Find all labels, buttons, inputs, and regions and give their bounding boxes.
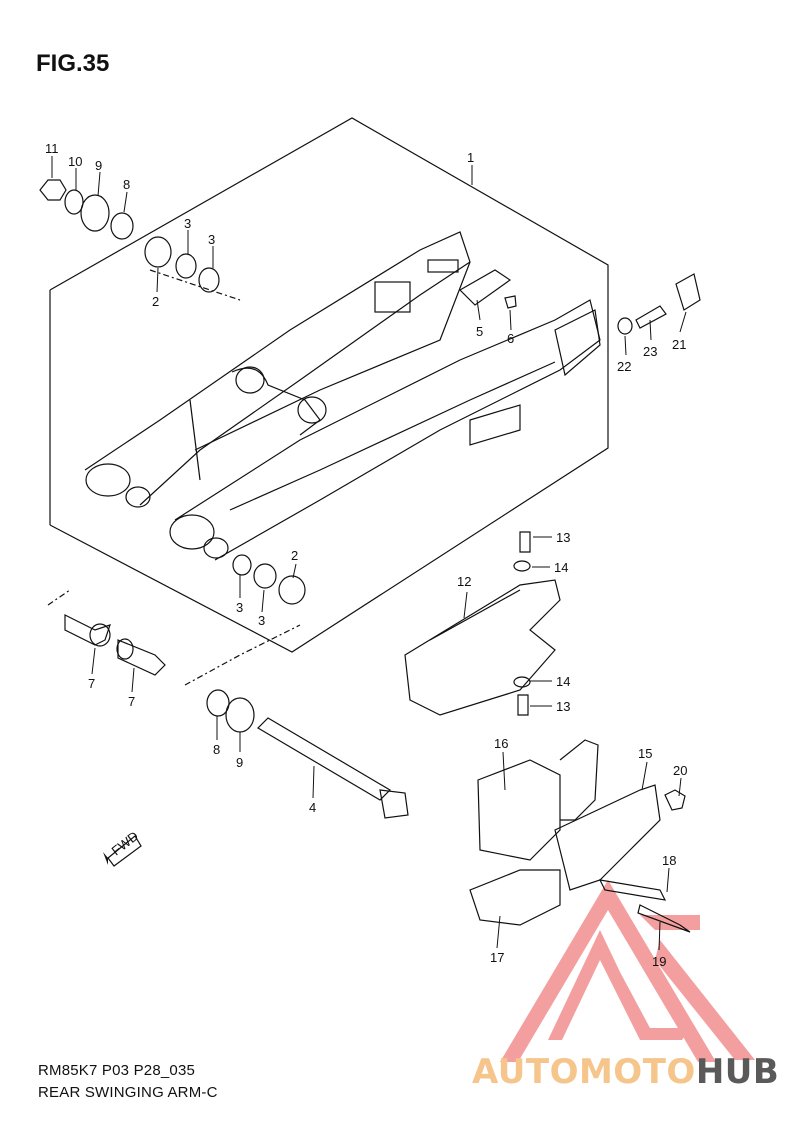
fwd-arrow-icon: FWD [103, 828, 142, 867]
callout-12: 12 [457, 574, 471, 589]
callout-16: 16 [494, 736, 508, 751]
callout-15: 15 [638, 746, 652, 761]
callout-13: 13 [556, 699, 570, 714]
callout-19: 19 [652, 954, 666, 969]
callout-5: 6 [507, 331, 514, 346]
callout-2: 2 [152, 294, 159, 309]
callout-8: 8 [213, 742, 220, 757]
callout-7: 7 [88, 676, 95, 691]
callout-1: 1 [467, 150, 474, 165]
callout-8: 8 [123, 177, 130, 192]
watermark-text: AUTOMOTOHUB [472, 1052, 779, 1092]
callout-21: 21 [672, 337, 686, 352]
callout-10: 10 [68, 154, 82, 169]
figure-title: FIG.35 [36, 50, 110, 77]
callout-14: 14 [554, 560, 568, 575]
watermark-logo [500, 880, 755, 1062]
callout-2: 2 [291, 548, 298, 563]
callout-17: 17 [490, 950, 504, 965]
callout-9: 9 [236, 755, 243, 770]
watermark-part2: HUB [695, 1052, 780, 1092]
callout-20: 20 [673, 763, 687, 778]
watermark-part1: AUTOMOTO [472, 1052, 696, 1092]
callout-11: 11 [45, 141, 59, 156]
callout-3: 3 [184, 216, 191, 231]
callout-4: 5 [476, 324, 483, 339]
callout-22: 22 [617, 359, 631, 374]
callout-23: 23 [643, 344, 657, 359]
leader-lines [51, 156, 687, 951]
callout-3: 3 [258, 613, 265, 628]
line-art [39, 117, 701, 933]
callout-3: 3 [236, 600, 243, 615]
callout-7: 7 [128, 694, 135, 709]
callout-6: 4 [309, 800, 316, 815]
callout-18: 18 [662, 853, 676, 868]
callout-9: 9 [95, 158, 102, 173]
model-code: RM85K7 P03 P28_035 [38, 1062, 196, 1079]
callout-14: 14 [556, 674, 570, 689]
callout-3: 3 [208, 232, 215, 247]
callout-labels: 11 10 9 8 1 3 3 2 5 6 22 23 21 2 3 3 7 7… [45, 141, 687, 969]
callout-13: 13 [556, 530, 570, 545]
figure-name: REAR SWINGING ARM-C [38, 1084, 218, 1101]
